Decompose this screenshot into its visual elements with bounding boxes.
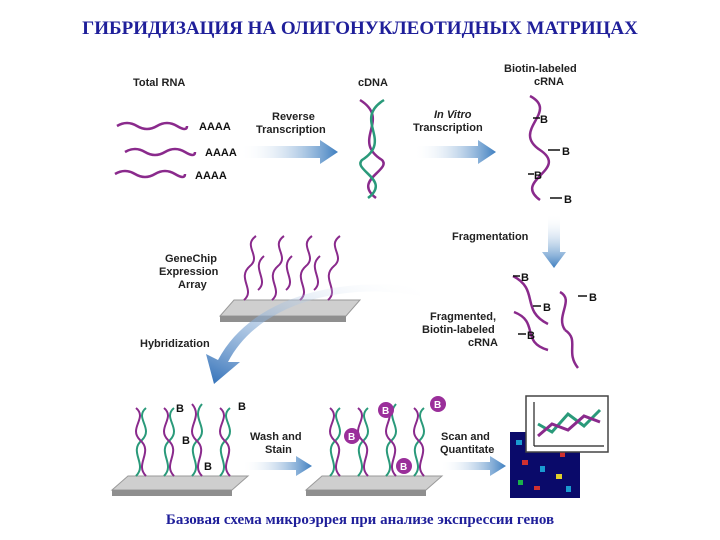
stain-marker: B: [344, 428, 360, 444]
process-arrow: [242, 456, 312, 476]
process-arrow: [542, 214, 566, 268]
cdna-label: cDNA: [358, 77, 388, 89]
genechip-label-1: GeneChip: [165, 253, 217, 265]
reverse-transcription-label-1: Reverse: [272, 111, 315, 123]
fragmented-label-2: Biotin-labeled: [422, 324, 495, 336]
polya-tail-label: AAAA: [199, 121, 231, 133]
in-vitro-label-1: In Vitro: [434, 109, 472, 121]
biotin-label: B: [400, 462, 407, 473]
process-arrow: [414, 140, 496, 164]
fragmentation-label: Fragmentation: [452, 231, 529, 243]
fragmented-label-3: cRNA: [468, 337, 498, 349]
scan-label-1: Scan and: [441, 431, 490, 443]
crna-fragment: [559, 290, 567, 331]
biotin-label: B: [589, 292, 597, 304]
in-vitro-label-2: Transcription: [413, 122, 483, 134]
biotin-label: B: [543, 302, 551, 314]
scan-label-2: Quantitate: [440, 444, 494, 456]
stained-probes: [329, 403, 425, 477]
result-chart-window: [525, 395, 609, 453]
polya-tail-label: AAAA: [195, 170, 227, 182]
rna-strand: [114, 169, 187, 179]
hybridization-arrow: [206, 284, 422, 384]
process-arrow: [440, 456, 506, 476]
biotin-label: B: [434, 400, 441, 411]
rna-strand: [116, 121, 189, 131]
crna-fragment: [512, 274, 549, 326]
chip-edge: [220, 316, 346, 322]
genechip-label-3: Array: [178, 279, 208, 291]
biotin-crna-label-1: Biotin-labeled: [504, 63, 577, 75]
hybridized-probes: [135, 403, 231, 477]
biotin-label: B: [527, 330, 535, 342]
biotin-label: B: [204, 461, 212, 473]
biotin-label: B: [521, 272, 529, 284]
wash-stain-label-2: Stain: [265, 444, 292, 456]
biotin-label: B: [182, 435, 190, 447]
stain-marker: B: [430, 396, 446, 412]
biotin-label: B: [238, 401, 246, 413]
genechip-label-2: Expression: [159, 266, 219, 278]
stained-chip: [304, 475, 444, 491]
total-rna-label: Total RNA: [133, 77, 185, 89]
biotin-label: B: [534, 170, 542, 182]
page-title: ГИБРИДИЗАЦИЯ НА ОЛИГОНУКЛЕОТИДНЫХ МАТРИЦ…: [82, 18, 638, 39]
crna-strand: [528, 94, 550, 202]
hybridized-chip: [110, 475, 250, 491]
hybridization-label: Hybridization: [140, 338, 210, 350]
stain-marker: B: [396, 458, 412, 474]
biotin-crna-label-2: cRNA: [534, 76, 564, 88]
biotin-label: B: [540, 114, 548, 126]
rna-strand: [124, 147, 197, 157]
chip-edge: [112, 490, 232, 496]
process-arrow: [240, 140, 338, 164]
biotin-label: B: [348, 432, 355, 443]
polya-tail-label: AAAA: [205, 147, 237, 159]
biotin-label: B: [176, 403, 184, 415]
fragmented-label-1: Fragmented,: [430, 311, 496, 323]
reverse-transcription-label-2: Transcription: [256, 124, 326, 136]
wash-stain-label-1: Wash and: [250, 431, 302, 443]
crna-fragment: [564, 328, 580, 369]
stain-marker: B: [378, 402, 394, 418]
dna-helix: [359, 98, 385, 199]
figure-caption: Базовая схема микроэррея при анализе экс…: [165, 512, 555, 528]
biotin-label: B: [382, 406, 389, 417]
chip-edge: [306, 490, 426, 496]
biotin-label: B: [564, 194, 572, 206]
biotin-label: B: [562, 146, 570, 158]
crna-fragment: [513, 310, 549, 352]
